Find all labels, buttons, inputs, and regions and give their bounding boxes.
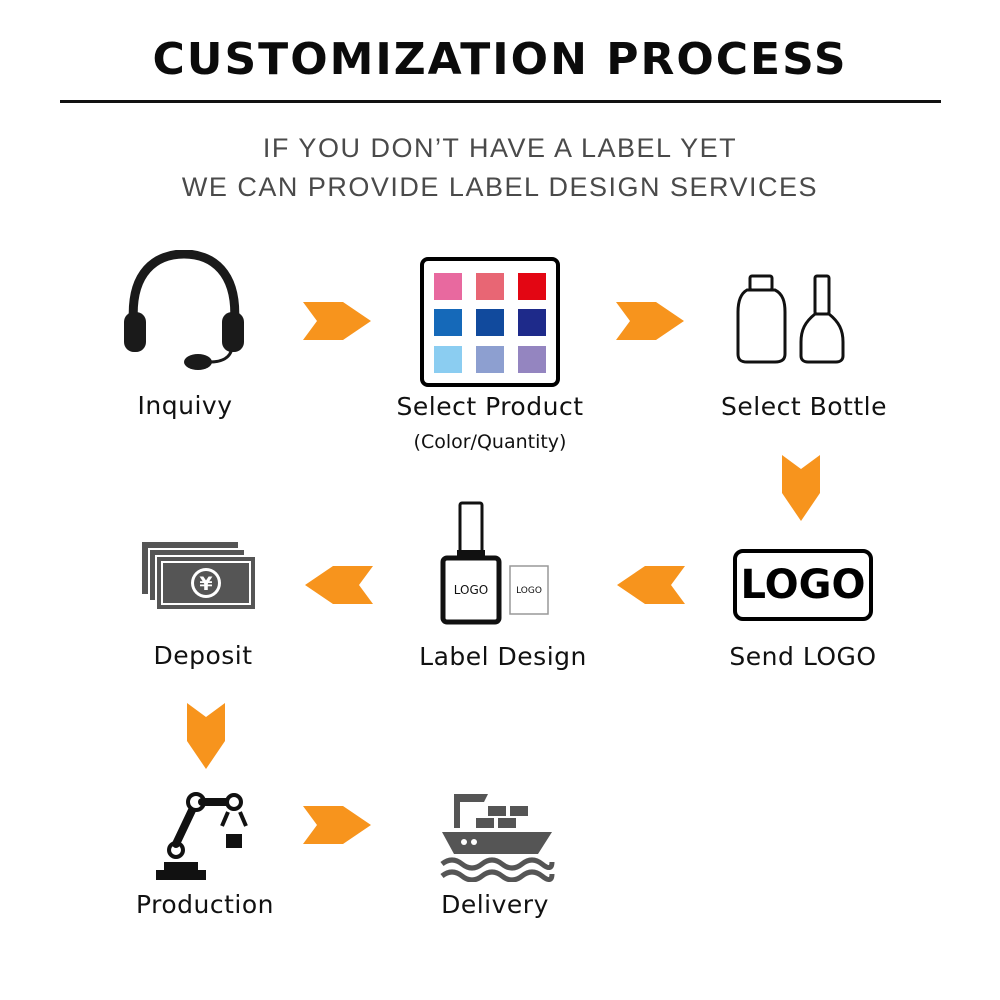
arrow-down-icon (782, 455, 820, 521)
title-divider (60, 100, 941, 103)
step-label-label-design: Label Design (419, 642, 587, 671)
robot-arm-icon (156, 792, 248, 880)
swatch-1 (434, 273, 462, 300)
step-label-select-product: Select Product (396, 392, 584, 421)
page-title: CUSTOMIZATION PROCESS (152, 34, 848, 85)
banknotes-icon: ¥ (142, 542, 257, 611)
bottles-icon (736, 274, 845, 364)
logo-badge-icon: LOGO (733, 549, 873, 621)
step-label-delivery: Delivery (441, 890, 549, 919)
subtitle-line-1: IF YOU DON’T HAVE A LABEL YET (262, 133, 738, 163)
arrow-right-icon (303, 302, 371, 340)
swatch-8 (476, 346, 504, 373)
currency-symbol: ¥ (199, 573, 212, 595)
bottle-logo-text: LOGO (454, 583, 488, 597)
step-label-select-bottle: Select Bottle (721, 392, 887, 421)
step-label-deposit: Deposit (153, 641, 253, 670)
arrow-right-icon (303, 806, 371, 844)
swatch-3 (518, 273, 546, 300)
swatch-6 (518, 309, 546, 336)
swatch-7 (434, 346, 462, 373)
swatch-9 (518, 346, 546, 373)
swatch-2 (476, 273, 504, 300)
arrow-down-icon (187, 703, 225, 769)
card-logo-text: LOGO (516, 586, 542, 596)
subtitle-line-2: WE CAN PROVIDE LABEL DESIGN SERVICES (181, 172, 819, 202)
arrow-left-icon (617, 566, 685, 604)
cargo-ship-icon (440, 794, 555, 882)
arrow-right-icon (616, 302, 684, 340)
swatch-5 (476, 309, 504, 336)
color-swatch-icon (420, 257, 560, 387)
step-label-send-logo: Send LOGO (729, 642, 877, 671)
swatch-4 (434, 309, 462, 336)
labeled-bottle-icon: LOGO LOGO (440, 501, 549, 625)
arrow-left-icon (305, 566, 373, 604)
step-note-select-product: (Color/Quantity) (413, 431, 567, 453)
headset-icon (124, 250, 244, 370)
step-label-production: Production (135, 890, 274, 919)
step-label-inquiry: Inquivy (137, 391, 233, 420)
